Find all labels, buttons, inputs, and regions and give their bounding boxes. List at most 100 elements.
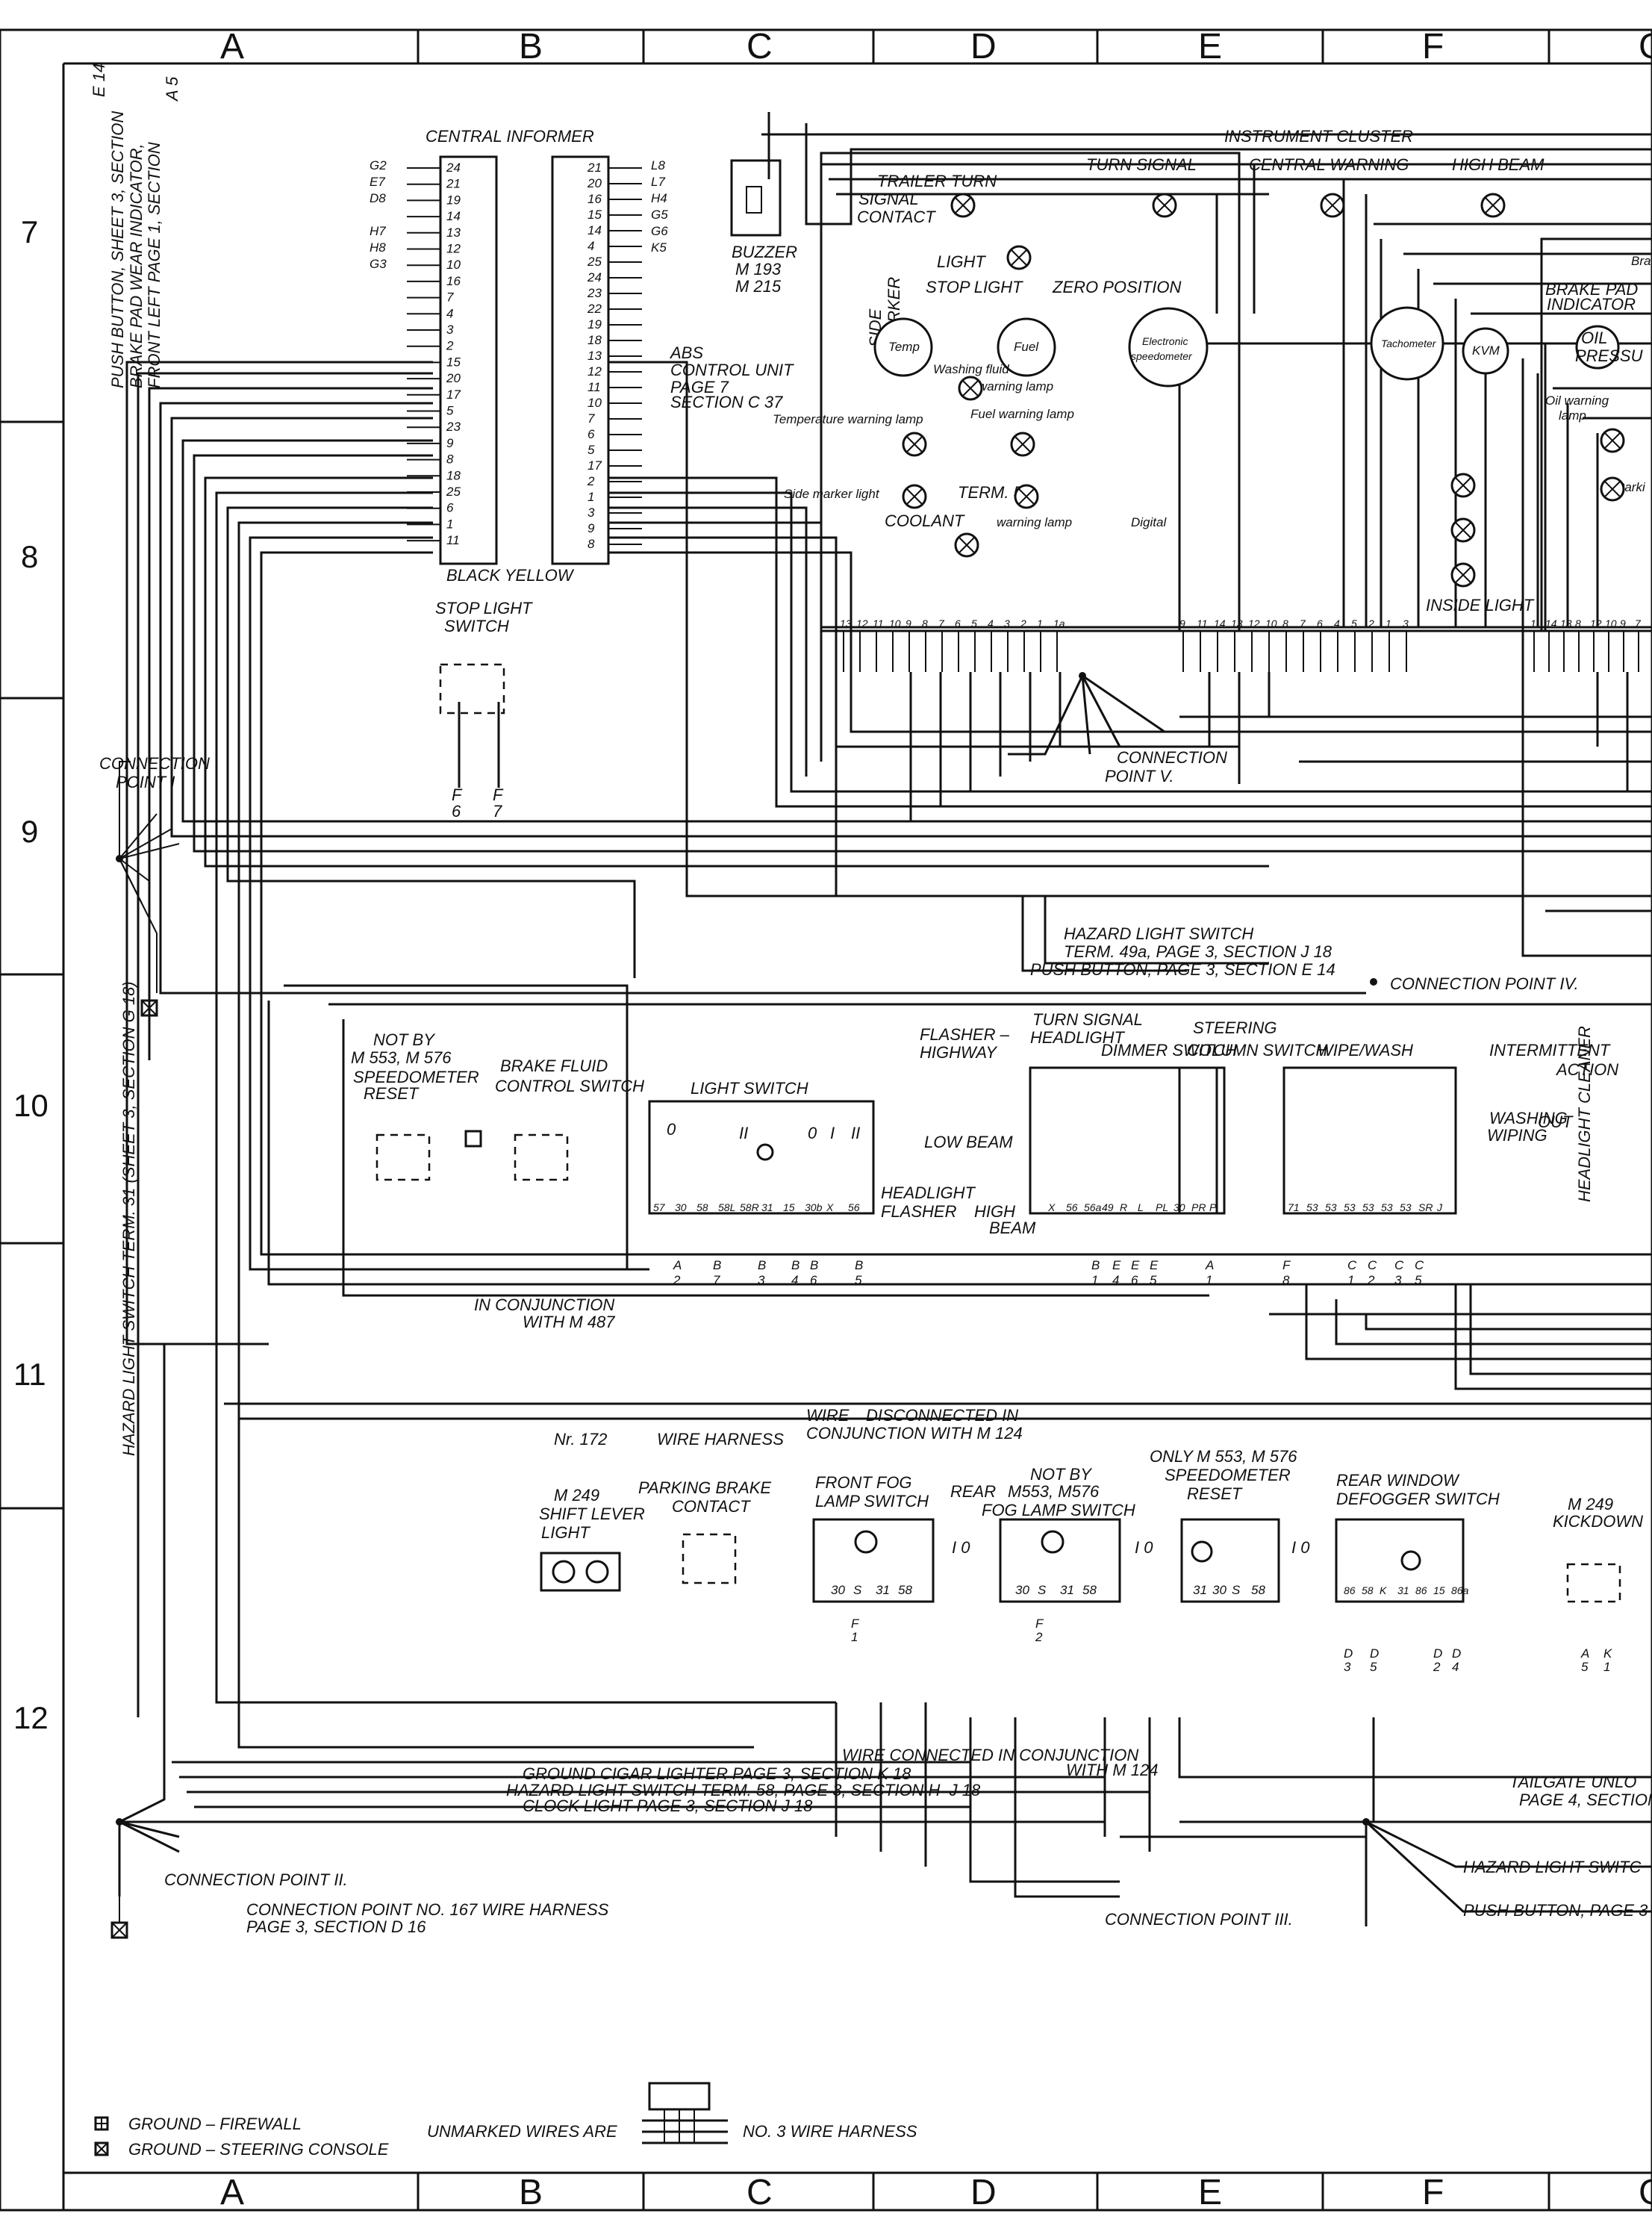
wipe-ref: C bbox=[1394, 1258, 1404, 1272]
cluster-pin-left: 2 bbox=[1020, 617, 1026, 629]
wipe-ref: C bbox=[1368, 1258, 1377, 1272]
buzzer-title: BUZZER bbox=[732, 243, 797, 261]
shift-lever-box bbox=[540, 1552, 621, 1592]
rear-fog-pin: 31 bbox=[1060, 1583, 1074, 1597]
col-label-e-bottom: E bbox=[1198, 2173, 1222, 2212]
abs-line2: CONTROL UNIT bbox=[670, 361, 794, 379]
speedo-right-pin: 31 bbox=[1193, 1583, 1207, 1597]
ground-steering-icon-1 bbox=[140, 999, 158, 1017]
oil-pressure-icon bbox=[1575, 325, 1620, 370]
cluster-fuel: Fuel bbox=[1014, 340, 1039, 354]
informer-right-pin: 23 bbox=[587, 286, 602, 300]
informer-ref-h8: H8 bbox=[370, 240, 386, 255]
steering-low-beam: LOW BEAM bbox=[924, 1133, 1013, 1151]
col-label-e: E bbox=[1198, 27, 1222, 66]
connection-point-3-label: CONNECTION POINT III. bbox=[1105, 1910, 1293, 1929]
stop-light-switch-line1: STOP LIGHT bbox=[435, 599, 533, 617]
informer-right-pin: 11 bbox=[587, 380, 601, 394]
cluster-pin-right: 14 bbox=[1545, 617, 1557, 629]
speedo-left-line3: SPEEDOMETER bbox=[353, 1068, 479, 1086]
front-fog-pin: 31 bbox=[876, 1583, 890, 1597]
cluster-high-beam: HIGH BEAM bbox=[1452, 155, 1545, 174]
informer-left-pin: 15 bbox=[446, 355, 461, 369]
wipe-ref: F bbox=[1282, 1258, 1291, 1272]
informer-right-pin: 3 bbox=[587, 505, 595, 520]
light-switch-ref: 6 bbox=[810, 1273, 817, 1287]
warning-lamp-cross bbox=[1156, 197, 1173, 214]
steering-ref: E bbox=[1131, 1258, 1140, 1272]
speedo-right-line2: SPEEDOMETER bbox=[1165, 1466, 1291, 1484]
informer-left-pin: 12 bbox=[446, 242, 461, 256]
informer-left-pin: 5 bbox=[446, 404, 454, 418]
wipe-wash-washing: WASHING bbox=[1489, 1109, 1568, 1127]
cluster-stop-light: STOP LIGHT bbox=[926, 278, 1023, 296]
connection-point-5-dot bbox=[1079, 672, 1086, 679]
informer-right-pin: 21 bbox=[587, 161, 602, 175]
note-tailgate-2: PAGE 4, SECTION bbox=[1519, 1791, 1652, 1809]
warning-lamp-cross bbox=[1485, 197, 1501, 214]
defogger-ref: 2 bbox=[1433, 1660, 1441, 1674]
light-switch-label-0: 0 bbox=[667, 1120, 676, 1139]
cluster-pin-mid: 5 bbox=[1351, 617, 1357, 629]
cluster-pin-left: 7 bbox=[938, 617, 945, 629]
light-switch-label-ii: II bbox=[739, 1124, 748, 1142]
cluster-brake-pad: BRAKE PAD bbox=[1545, 280, 1638, 299]
cluster-pin-left: 12 bbox=[856, 617, 868, 629]
connection-point-1-dot bbox=[116, 855, 123, 862]
warning-lamp-cross bbox=[1455, 522, 1471, 538]
top-note-line3: BRAKE PAD WEAR INDICATOR, bbox=[127, 143, 146, 388]
informer-right-pin: 25 bbox=[587, 255, 602, 269]
stop-light-pin2b: 7 bbox=[493, 802, 502, 821]
cluster-trailer-1: TRAILER TURN bbox=[877, 172, 997, 190]
steering-ref: 4 bbox=[1112, 1273, 1119, 1287]
defogger-ref: 5 bbox=[1370, 1660, 1377, 1674]
informer-right-pin: 16 bbox=[587, 192, 602, 206]
informer-left-pin: 25 bbox=[446, 485, 461, 499]
defogger-pin: 31 bbox=[1397, 1584, 1409, 1596]
light-switch-pin: 31 bbox=[761, 1201, 773, 1213]
speedo-left-line2: M 553, M 576 bbox=[351, 1048, 452, 1067]
cluster-coolant-warning: warning lamp bbox=[997, 515, 1072, 529]
defogger-ref: 4 bbox=[1452, 1660, 1459, 1674]
light-switch-ref: 4 bbox=[791, 1273, 798, 1287]
col-label-a: A bbox=[220, 27, 244, 66]
rear-fog-lamp-icon bbox=[1041, 1530, 1065, 1554]
light-switch-label-0b: 0 bbox=[808, 1124, 817, 1142]
connection-point-1-label-b: POINT I bbox=[116, 773, 175, 791]
cluster-lamps bbox=[902, 193, 1625, 588]
cluster-pin-left: 5 bbox=[971, 617, 977, 629]
cluster-trailer-2: SIGNAL bbox=[858, 190, 919, 208]
parking-brake-line2: CONTACT bbox=[672, 1497, 751, 1516]
wipe-wash-cleaner: HEADLIGHT CLEANER bbox=[1575, 1026, 1594, 1202]
buzzer-m193: M 193 bbox=[735, 260, 782, 279]
cluster-temp-warning: Temperature warning lamp bbox=[773, 412, 923, 426]
cluster-right-box bbox=[1540, 237, 1652, 632]
cluster-pressure: PRESSU bbox=[1575, 346, 1643, 365]
col-label-c-bottom: C bbox=[746, 2173, 773, 2212]
row-label-11: 11 bbox=[13, 1357, 46, 1392]
col-label-b: B bbox=[519, 27, 543, 66]
buzzer-m215: M 215 bbox=[735, 277, 782, 296]
steering-ref: E bbox=[1112, 1258, 1121, 1272]
wipe-wash-out: OUT bbox=[1538, 1113, 1574, 1131]
speedo-right-pin: 30 bbox=[1212, 1583, 1226, 1597]
informer-left-pin: 17 bbox=[446, 388, 461, 402]
steering-ref: 1 bbox=[1206, 1273, 1212, 1287]
steering-ref: B bbox=[1091, 1258, 1100, 1272]
wipe-ref: 2 bbox=[1367, 1273, 1375, 1287]
front-fog-io: I 0 bbox=[952, 1538, 970, 1557]
informer-ref-h7: H7 bbox=[370, 224, 386, 238]
speedo-right-pin: S bbox=[1232, 1583, 1241, 1597]
cluster-oil-warning: Oil warning bbox=[1545, 393, 1609, 408]
speedometer-reset-right: ONLY M 553, M 576 SPEEDOMETER RESET I 0 … bbox=[1150, 1447, 1310, 1603]
speedo-right-lamp-icon bbox=[1191, 1540, 1213, 1563]
col-label-b-bottom: B bbox=[519, 2173, 543, 2212]
steering-pin: P bbox=[1209, 1201, 1217, 1213]
cluster-pin-mid: 13 bbox=[1231, 617, 1243, 629]
steering-headlight: HEADLIGHT bbox=[1030, 1028, 1125, 1047]
informer-left-pin: 2 bbox=[446, 339, 454, 353]
kickdown-ref-k: K bbox=[1603, 1646, 1612, 1661]
